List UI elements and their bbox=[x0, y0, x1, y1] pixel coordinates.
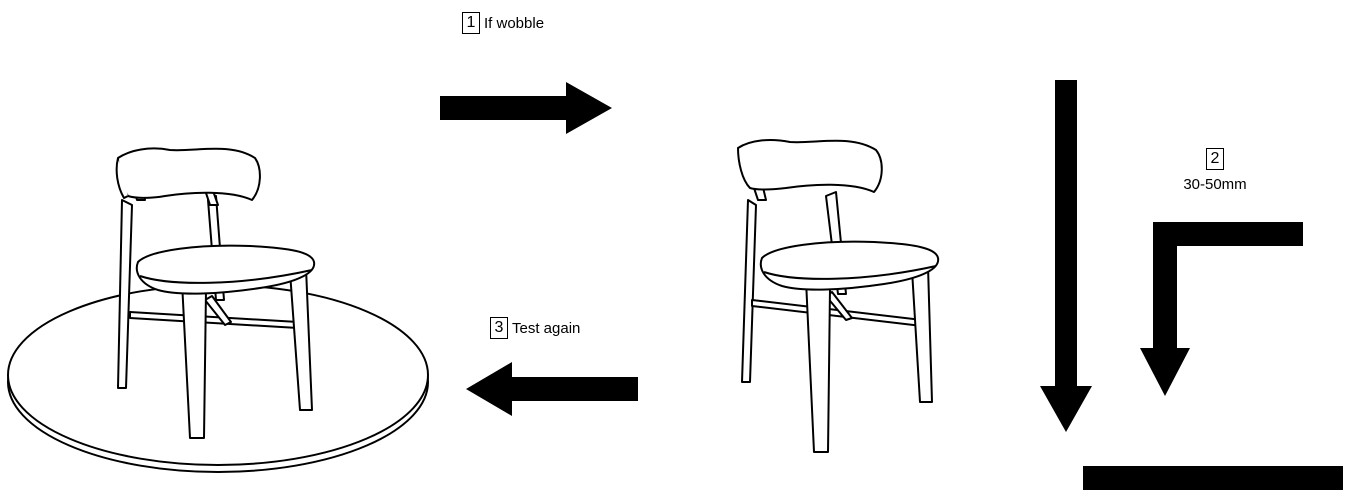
step-text: 30-50mm bbox=[1183, 176, 1247, 193]
step-number-badge: 2 bbox=[1206, 148, 1224, 170]
step-number-badge: 3 bbox=[490, 317, 508, 339]
step-number-badge: 1 bbox=[462, 12, 480, 34]
step-2-label: 2 30-50mm bbox=[1160, 148, 1270, 193]
step-3-label: 3 Test again bbox=[490, 317, 580, 339]
floor-bar bbox=[1083, 466, 1343, 490]
chair-standalone bbox=[737, 139, 940, 453]
turntable-platform bbox=[7, 284, 429, 473]
chair-on-platform bbox=[115, 147, 316, 439]
step-1-label: 1 If wobble bbox=[462, 12, 544, 34]
arrow-left-icon bbox=[466, 362, 638, 416]
l-arrow-icon bbox=[1140, 222, 1303, 396]
step-text: Test again bbox=[512, 319, 581, 337]
arrow-down-icon bbox=[1040, 80, 1092, 432]
step-text: If wobble bbox=[484, 14, 545, 32]
arrow-right-icon bbox=[440, 82, 612, 134]
